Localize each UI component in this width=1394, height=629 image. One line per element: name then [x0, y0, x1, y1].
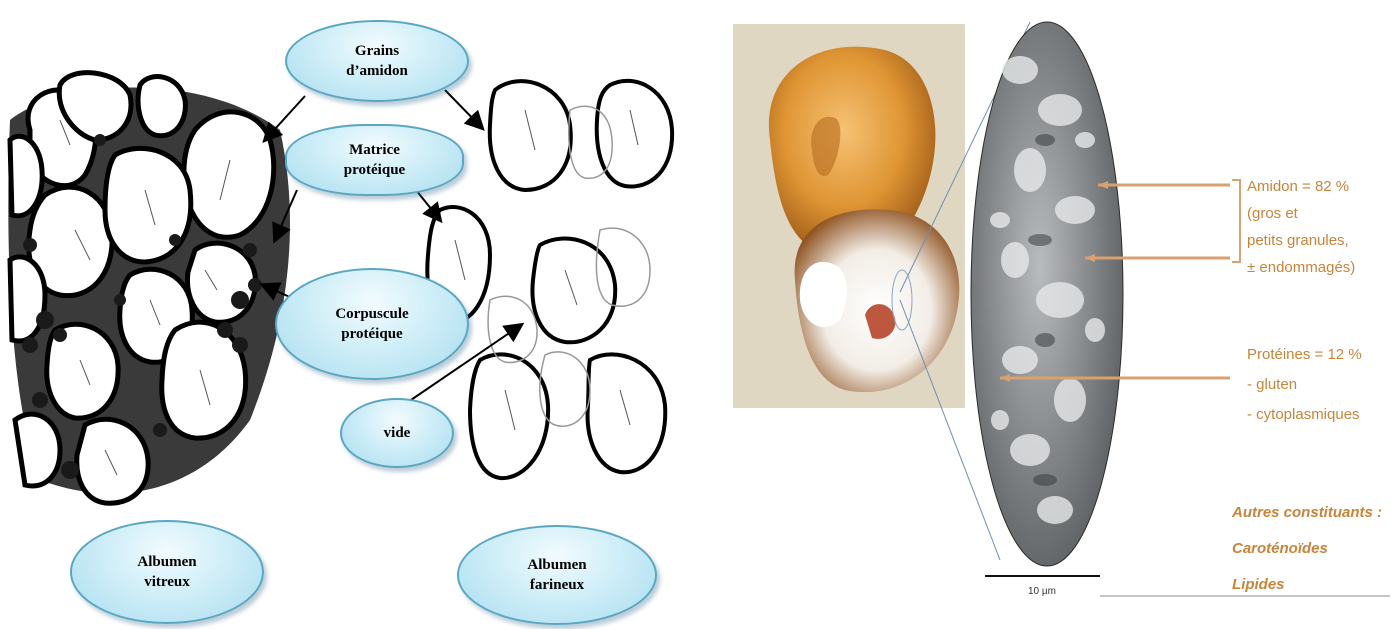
arrow-grains-to-floury	[445, 90, 482, 128]
matrice-line2: protéique	[344, 160, 405, 180]
bracket-amidon	[1232, 180, 1240, 262]
arrow-grains-to-vitreous	[265, 96, 305, 140]
corpuscule-line1: Corpuscule	[335, 304, 408, 324]
amidon-line1: Amidon = 82 %	[1247, 173, 1355, 200]
label-albumen-vitreux: Albumen vitreux	[70, 520, 264, 624]
sem-micrograph	[971, 22, 1123, 566]
amidon-line3: petits granules,	[1247, 227, 1355, 254]
proteines-annotation: Protéines = 12 % - gluten - cytoplasmiqu…	[1247, 340, 1362, 430]
label-matrice-proteique: Matrice protéique	[285, 124, 464, 196]
endosperm-schematic: Grains d’amidon Matrice protéique Corpus…	[0, 0, 700, 624]
proteines-line1: Protéines = 12 %	[1247, 340, 1362, 370]
amidon-line4: ± endommagés)	[1247, 254, 1355, 281]
corpuscule-line2: protéique	[335, 324, 408, 344]
grains-line2: d’amidon	[346, 61, 408, 81]
vitreux-line2: vitreux	[137, 572, 196, 592]
label-vide: vide	[340, 398, 454, 468]
autres-annotation: Autres constituants : Caroténoïdes Lipid…	[1232, 495, 1382, 603]
proteines-line2: - gluten	[1247, 370, 1362, 400]
amidon-annotation: Amidon = 82 % (gros et petits granules, …	[1247, 173, 1355, 281]
grain-composition-figure: Amidon = 82 % (gros et petits granules, …	[700, 0, 1394, 624]
vitreux-line1: Albumen	[137, 552, 196, 572]
farineux-line2: farineux	[527, 575, 586, 595]
autres-line3: Lipides	[1232, 567, 1382, 603]
autres-line2: Caroténoïdes	[1232, 531, 1382, 567]
grains-line1: Grains	[346, 41, 408, 61]
vide-text: vide	[384, 423, 411, 443]
floury-cells	[427, 81, 672, 478]
autres-line1: Autres constituants :	[1232, 495, 1382, 531]
amidon-line2: (gros et	[1247, 200, 1355, 227]
matrice-line1: Matrice	[344, 140, 405, 160]
proteines-line3: - cytoplasmiques	[1247, 400, 1362, 430]
label-corpuscule-proteique: Corpuscule protéique	[275, 268, 469, 380]
scale-bar-label: 10 µm	[1028, 586, 1056, 597]
kernel-photo	[733, 24, 965, 408]
label-grains-amidon: Grains d’amidon	[285, 20, 469, 102]
farineux-line1: Albumen	[527, 555, 586, 575]
label-albumen-farineux: Albumen farineux	[457, 525, 657, 625]
